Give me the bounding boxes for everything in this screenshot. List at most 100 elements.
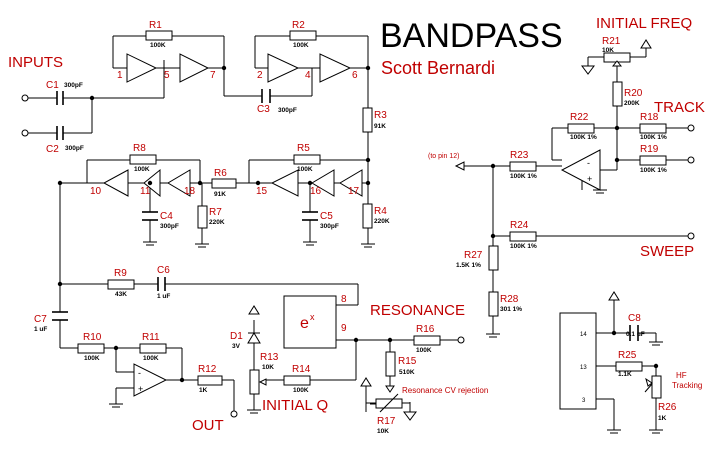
cv-rejection-label: Resonance CV rejection	[402, 386, 488, 395]
opamp-minus: -	[138, 368, 141, 378]
potentiometer-r13	[249, 369, 260, 395]
r23-label: R23	[510, 150, 529, 161]
pin-2: 2	[257, 70, 263, 81]
r24-label: R24	[510, 220, 529, 231]
r14-value: 100K	[293, 387, 309, 394]
r22-label: R22	[570, 112, 589, 123]
author-name: Scott Bernardi	[381, 58, 495, 78]
amp-stage3c	[167, 169, 191, 197]
r16-label: R16	[416, 324, 435, 335]
r1-value: 100K	[150, 42, 166, 49]
ground-r28	[486, 333, 500, 338]
resonance-cv-terminal	[457, 336, 465, 344]
r18-value: 100K 1%	[640, 134, 667, 141]
opamp-plus: +	[138, 384, 143, 394]
pin-8: 8	[341, 294, 347, 305]
ground-summing	[593, 189, 607, 194]
c2-label: C2	[46, 144, 59, 155]
amp-stage1b	[179, 53, 210, 83]
r20-value: 200K	[624, 100, 640, 107]
sweep-terminal	[687, 232, 695, 240]
d1-value: 3V	[232, 343, 241, 350]
ground-r13	[247, 409, 261, 414]
r15-value: 510K	[399, 369, 415, 376]
capacitor-c3	[261, 89, 271, 103]
resistor-r23	[509, 161, 537, 172]
vcc-arrow-r17	[360, 377, 372, 387]
c6-label: C6	[157, 265, 170, 276]
ic-package	[559, 312, 597, 410]
sweep-label: SWEEP	[640, 243, 694, 260]
input-1-terminal	[21, 94, 29, 102]
capacitor-c7	[52, 311, 68, 321]
schematic-title: BANDPASS	[380, 17, 563, 55]
sum-opamp-plus: +	[587, 174, 592, 184]
amp-stage4a	[270, 169, 299, 197]
c2-value: 300pF	[65, 145, 84, 152]
resistor-r9	[107, 279, 135, 290]
to-pin-arrow	[454, 161, 465, 171]
inputs-label: INPUTS	[8, 54, 63, 71]
r8-label: R8	[133, 143, 146, 154]
pin-16: 16	[310, 186, 322, 197]
r3-value: 91K	[374, 123, 386, 130]
amp-stage2a	[267, 53, 300, 83]
resistor-r14	[283, 375, 311, 386]
c7-label: C7	[34, 314, 47, 325]
resistor-r5	[293, 154, 321, 165]
r20-label: R20	[624, 88, 643, 99]
r11-value: 100K	[143, 355, 159, 362]
resistor-r24	[509, 231, 537, 242]
c3-value: 300pF	[278, 107, 297, 114]
resistor-r27	[488, 245, 499, 271]
pin-6: 6	[352, 70, 358, 81]
ic-pin-13: 13	[580, 365, 587, 371]
track-terminal-2	[687, 156, 695, 164]
track-label: TRACK	[654, 99, 705, 116]
c1-value: 300pF	[64, 82, 83, 89]
r2-value: 100K	[293, 42, 309, 49]
capacitor-c2	[56, 126, 64, 140]
r27-value: 1.5K 1%	[456, 262, 481, 269]
amp-stage2b	[319, 53, 352, 83]
ground-c8	[649, 341, 663, 346]
r2-label: R2	[292, 20, 305, 31]
c8-label: C8	[628, 313, 641, 324]
ground-opamp	[109, 403, 123, 408]
resonance-label: RESONANCE	[370, 302, 465, 319]
resistor-r4	[362, 203, 373, 229]
to-pin-label: (to pin 12)	[428, 153, 460, 160]
resistor-r1	[145, 30, 173, 41]
r13-wiper	[258, 378, 267, 386]
exp-block-sup: x	[310, 312, 315, 322]
r11-label: R11	[142, 332, 160, 343]
c6-value: 1 uF	[157, 293, 170, 300]
resistor-r3	[362, 107, 373, 133]
r4-label: R4	[374, 206, 387, 217]
r8-value: 100K	[134, 166, 150, 173]
amp-stage4b	[311, 169, 335, 197]
r17-label: R17	[377, 416, 396, 427]
amp-stage1a	[126, 53, 158, 83]
r3-label: R3	[374, 110, 387, 121]
r26-label: R26	[658, 402, 677, 413]
c7-value: 1 uF	[34, 326, 47, 333]
ic-pin-14: 14	[580, 332, 587, 338]
c4-value: 300pF	[160, 223, 179, 230]
out-label: OUT	[192, 417, 224, 434]
exponential-converter	[283, 295, 337, 349]
r6-value: 91K	[214, 191, 226, 198]
resistor-r6	[211, 178, 237, 189]
hf-label: HF	[676, 371, 687, 380]
initial-freq-label: INITIAL FREQ	[596, 15, 692, 32]
r21-wiper	[611, 60, 623, 67]
vcc-arrow-r21	[640, 39, 652, 49]
track-terminal-1	[687, 124, 695, 132]
r21-value: 10K	[602, 47, 614, 54]
pin-11: 11	[140, 186, 151, 197]
r26-value: 1K	[658, 415, 667, 422]
c5-label: C5	[320, 211, 333, 222]
r16-value: 100K	[416, 347, 432, 354]
capacitor-c8	[629, 325, 639, 341]
r6-label: R6	[214, 168, 227, 179]
